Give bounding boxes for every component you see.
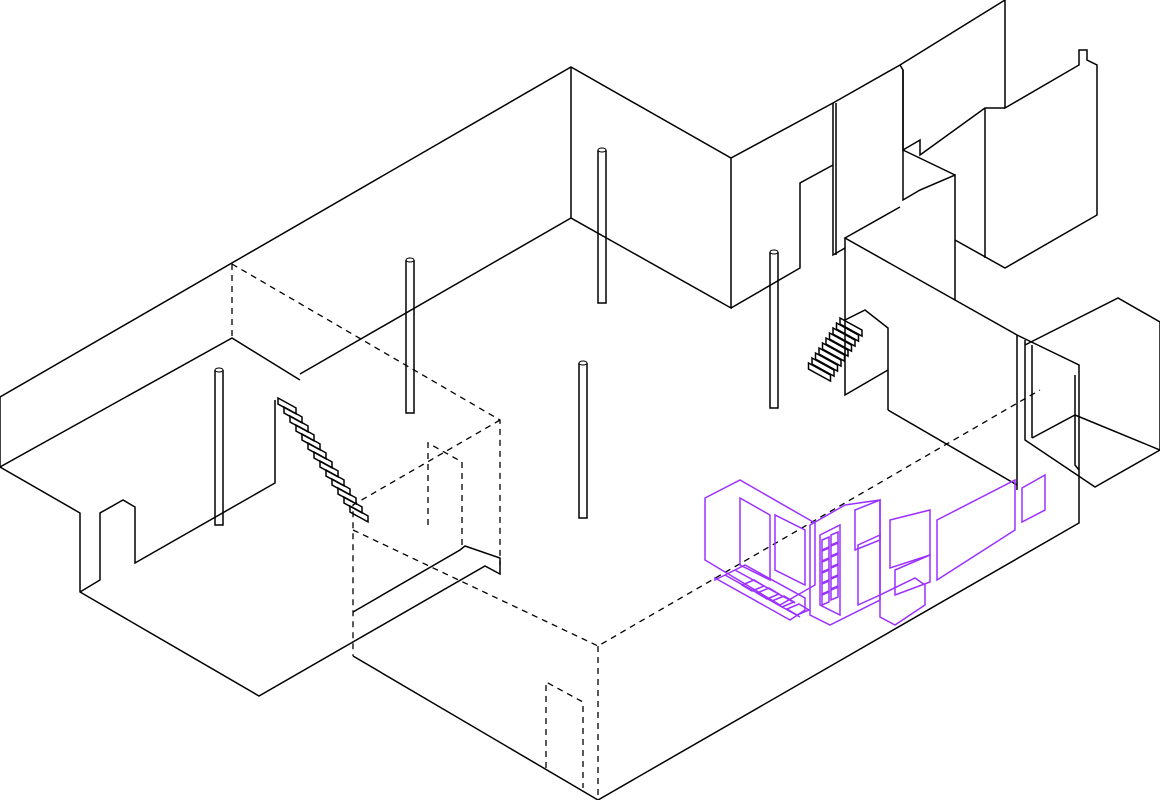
cabinet-cell	[821, 568, 830, 585]
wall-edge	[832, 103, 846, 257]
column-top	[578, 360, 588, 366]
furniture-outline	[936, 478, 1016, 582]
cabinet-cell	[821, 546, 830, 563]
drawer	[770, 595, 796, 608]
wall-edge	[79, 400, 276, 593]
cabinet-cell	[821, 557, 830, 574]
stair-step	[811, 356, 835, 378]
hidden-line	[231, 263, 501, 565]
stair-step	[818, 346, 842, 368]
wall-edge	[299, 217, 572, 375]
column	[405, 260, 415, 414]
wall-edge	[843, 64, 956, 302]
stair-step	[814, 351, 839, 373]
furniture-outline	[857, 533, 881, 607]
furniture-outline	[894, 553, 931, 597]
wall-edge	[0, 397, 501, 697]
column	[214, 370, 224, 526]
stair-step	[835, 321, 860, 343]
column	[769, 252, 779, 409]
wall-edge	[1031, 414, 1160, 451]
wall-edge	[887, 409, 1018, 486]
cabinet-cell	[830, 530, 839, 547]
wall-edge	[0, 337, 301, 468]
cabinet-cell	[830, 541, 839, 558]
stair-step	[825, 336, 849, 358]
stair-step	[839, 316, 863, 338]
wall-edge	[352, 299, 1080, 800]
wall-edge	[0, 0, 1098, 398]
wall-edge	[844, 238, 889, 397]
cabinet-cell	[830, 585, 839, 602]
hidden-line	[427, 441, 463, 548]
drawer	[740, 579, 766, 592]
drawer	[785, 603, 811, 616]
stair-step	[832, 326, 856, 348]
columns	[214, 147, 779, 526]
cabinet-cell	[821, 535, 830, 552]
furniture-outline	[739, 496, 771, 582]
furniture-outline	[774, 513, 806, 587]
stairs	[277, 316, 863, 524]
furniture-outline	[854, 498, 881, 552]
stair-step	[349, 504, 369, 524]
column-top	[597, 147, 607, 153]
stair-step	[807, 361, 832, 383]
cabinet-cell	[821, 590, 830, 607]
column	[578, 363, 588, 519]
wall-edge	[1074, 375, 1080, 471]
wall-edge	[570, 67, 732, 310]
cabinet-cell	[830, 552, 839, 569]
wall-edge	[902, 70, 1005, 157]
furniture-outline	[714, 564, 806, 621]
column	[597, 150, 607, 304]
hidden-line	[352, 389, 1041, 647]
stair-step	[828, 331, 853, 353]
column-top	[405, 257, 415, 263]
cabinet-cell	[830, 574, 839, 591]
highlighted-furniture	[704, 473, 1046, 626]
cabinet-cell	[821, 579, 830, 596]
stair-step	[821, 341, 846, 363]
column-top	[214, 367, 224, 373]
column-top	[769, 249, 779, 255]
furniture-outline	[1021, 473, 1046, 524]
wall-edge	[1024, 297, 1160, 488]
hidden-lines	[231, 263, 1041, 800]
drawer	[755, 587, 781, 600]
furniture-outline	[819, 523, 841, 617]
wall-edge	[730, 164, 834, 309]
cabinet-cell	[830, 563, 839, 580]
wall-edge	[902, 149, 956, 176]
hidden-line	[352, 419, 501, 656]
furniture-outline	[879, 577, 926, 626]
furniture-outline	[704, 479, 816, 606]
furniture-outline	[889, 509, 931, 570]
